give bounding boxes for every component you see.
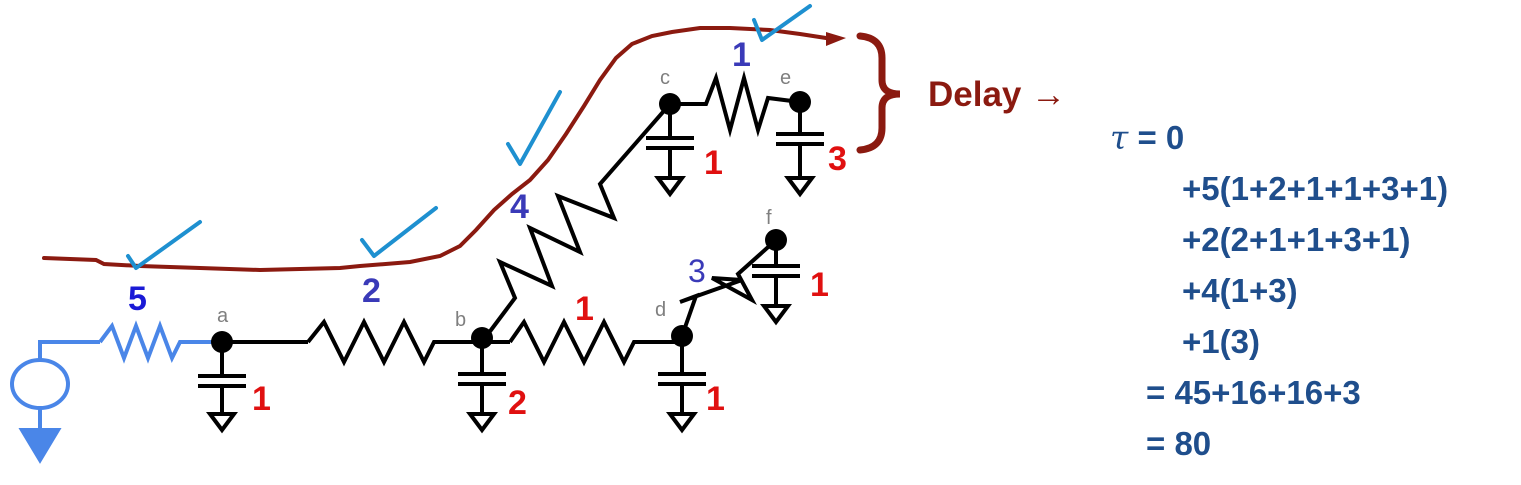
resistor-value-r3: 3 bbox=[688, 253, 706, 289]
delay-arrowhead bbox=[826, 32, 846, 46]
node-f bbox=[765, 229, 787, 251]
node-label-b: b bbox=[455, 309, 466, 331]
equation-term-3: +4(1+3) bbox=[1182, 272, 1298, 309]
check-icon-r5 bbox=[126, 220, 202, 270]
delay-curve bbox=[42, 26, 828, 273]
cap-value-d: 1 bbox=[706, 380, 725, 418]
resistor-r4 bbox=[480, 102, 672, 344]
cap-value-b: 2 bbox=[508, 384, 527, 422]
tau-symbol: τ bbox=[1110, 118, 1129, 157]
capacitor-f bbox=[752, 240, 800, 326]
equation-zero: = 0 bbox=[1137, 119, 1185, 156]
capacitor-b bbox=[458, 342, 506, 434]
cap-value-e: 3 bbox=[828, 140, 847, 178]
resistor-value-r2: 2 bbox=[362, 272, 381, 310]
node-label-f: f bbox=[766, 207, 772, 229]
equation-term-4: +1(3) bbox=[1182, 323, 1260, 360]
equation-line-0: τ = 0 bbox=[1110, 112, 1448, 163]
equation-term-2: +2(2+1+1+3+1) bbox=[1182, 221, 1411, 258]
elmore-delay-equation: τ = 0 +5(1+2+1+1+3+1) +2(2+1+1+3+1) +4(1… bbox=[1110, 112, 1448, 469]
node-b bbox=[471, 327, 493, 349]
resistor-value-r1-bd: 1 bbox=[575, 290, 594, 328]
node-a bbox=[211, 331, 233, 353]
cap-value-f: 1 bbox=[810, 266, 829, 304]
node-label-e: e bbox=[780, 67, 791, 89]
node-e bbox=[789, 91, 811, 113]
resistor-r1-bd bbox=[508, 317, 682, 367]
resistor-r5 bbox=[98, 320, 222, 364]
resistor-r1-ce bbox=[670, 70, 801, 138]
resistor-r2 bbox=[306, 317, 482, 367]
resistor-r3 bbox=[679, 238, 778, 337]
delay-brace bbox=[856, 32, 901, 154]
check-icon-r4 bbox=[506, 90, 562, 166]
check-icon-r2 bbox=[360, 206, 438, 258]
capacitor-e bbox=[776, 102, 824, 198]
check-icon-r1 bbox=[752, 4, 812, 42]
cap-value-c: 1 bbox=[704, 144, 723, 182]
node-label-d: d bbox=[655, 299, 666, 321]
node-label-a: a bbox=[217, 305, 229, 327]
resistor-value-r1-ce: 1 bbox=[732, 36, 751, 74]
capacitor-d bbox=[658, 342, 706, 434]
equation-sum: = 45+16+16+3 bbox=[1146, 374, 1361, 411]
resistor-value-r4: 4 bbox=[510, 188, 529, 226]
resistor-value-r5: 5 bbox=[128, 280, 147, 318]
capacitor-c bbox=[646, 104, 694, 198]
cap-value-a: 1 bbox=[252, 380, 271, 418]
node-d bbox=[671, 325, 693, 347]
node-label-c: c bbox=[660, 67, 670, 89]
equation-term-1: +5(1+2+1+1+3+1) bbox=[1182, 170, 1449, 207]
equation-result: = 80 bbox=[1146, 425, 1212, 462]
delay-label: Delay → bbox=[928, 75, 1066, 114]
voltage-source bbox=[10, 340, 100, 464]
capacitor-a bbox=[198, 342, 246, 434]
node-c bbox=[659, 93, 681, 115]
